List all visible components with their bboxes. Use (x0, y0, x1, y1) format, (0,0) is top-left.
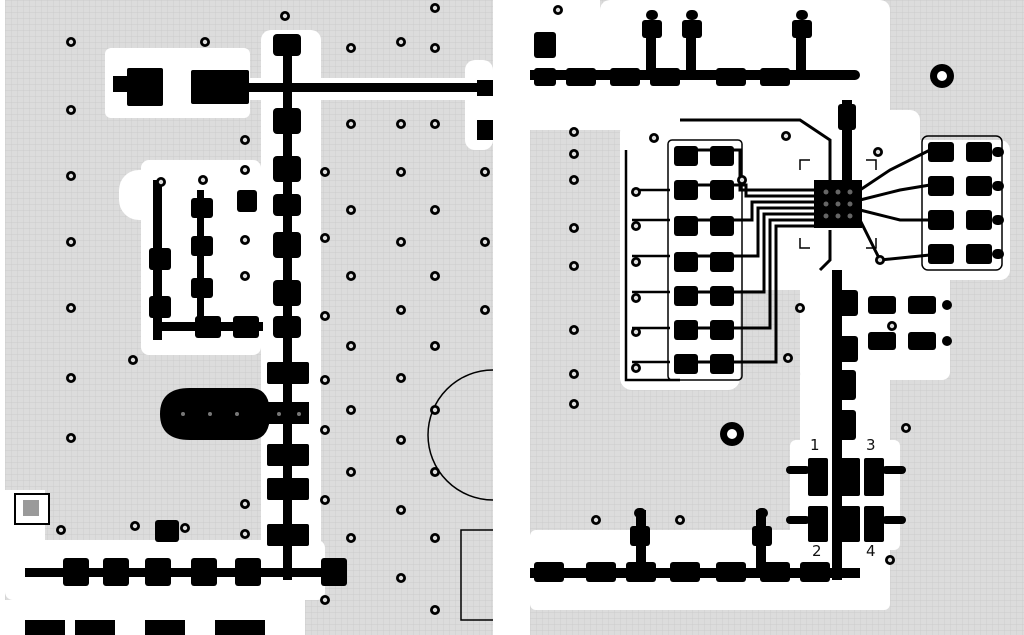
mid-right-pads (832, 290, 952, 440)
component-pads (25, 34, 493, 635)
right-pcb-layout-panel: 1 3 2 4 (530, 0, 1024, 635)
right-pcb-drawing: 1 3 2 4 (530, 0, 1024, 635)
fanout-lines (632, 188, 670, 364)
left-pcb-layout-panel (5, 0, 493, 635)
bottom-component-block (786, 458, 906, 542)
qfn-ic (799, 159, 877, 249)
connector-outline (460, 529, 493, 621)
copper-pour-blob (160, 388, 309, 440)
bottom-pads (534, 508, 830, 582)
top-pads (534, 10, 856, 130)
pin-label-3: 3 (866, 436, 876, 454)
mounting-outline (427, 369, 493, 501)
pin-label-4: 4 (866, 542, 876, 560)
pin-label-2: 2 (812, 542, 822, 560)
left-pad-outlines (667, 139, 743, 381)
corner-pad (14, 493, 50, 525)
right-pad-array (928, 142, 1004, 264)
pin-labels: 1 3 2 4 (810, 436, 876, 560)
left-pad-array (674, 146, 734, 374)
left-pcb-drawing (5, 0, 493, 635)
pin-label-1: 1 (810, 436, 820, 454)
